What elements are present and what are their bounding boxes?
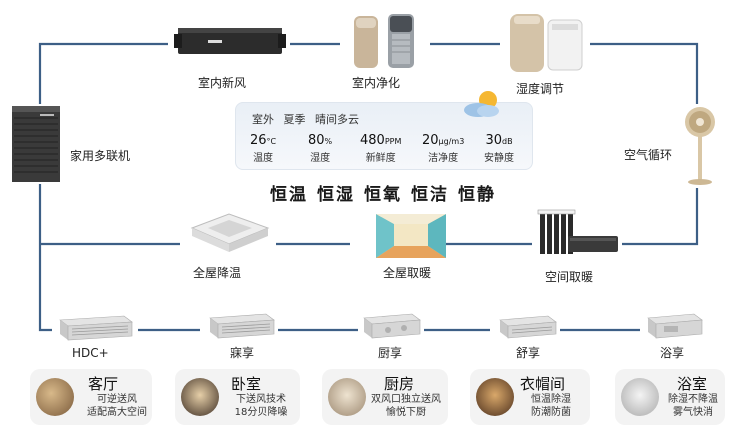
air-circulator-image bbox=[682, 104, 718, 186]
room-desc-line: 防潮防菌 bbox=[531, 407, 571, 418]
duct-unit-label: 厨享 bbox=[378, 346, 403, 360]
room-card-bathroom: 浴室 除湿不降温 雾气快消 bbox=[615, 369, 725, 425]
duct-unit-label: 舒享 bbox=[516, 346, 541, 360]
stat-unit: PPM bbox=[384, 137, 402, 146]
air-purifier-image bbox=[352, 12, 418, 70]
room-title: 浴室 bbox=[677, 375, 708, 393]
stat-humidity: 80% 湿度 bbox=[308, 133, 332, 164]
top-device-label: 室内净化 bbox=[352, 76, 401, 90]
room-desc: 恒温除湿 防潮防菌 bbox=[516, 393, 586, 419]
bathroom-photo bbox=[621, 378, 659, 416]
stat-value: 30 bbox=[485, 133, 502, 148]
duct-unit-label: HDC+ bbox=[72, 346, 109, 360]
stat-name: 新鲜度 bbox=[365, 153, 396, 164]
weather-header: 室外 夏季 晴间多云 bbox=[252, 111, 365, 127]
room-card-closet: 衣帽间 恒温除湿 防潮防菌 bbox=[470, 369, 590, 425]
room-desc-line: 除湿不降温 bbox=[668, 394, 718, 405]
room-desc: 可逆送风 适配高大空间 bbox=[82, 393, 152, 419]
stat-name: 安静度 bbox=[484, 153, 514, 164]
living-room-photo bbox=[36, 378, 74, 416]
middle-device-label: 全屋取暖 bbox=[383, 266, 432, 280]
room-card-living: 客厅 可逆送风 适配高大空间 bbox=[30, 369, 152, 425]
weather-condition: 晴间多云 bbox=[315, 113, 359, 126]
room-desc-line: 恒温除湿 bbox=[531, 394, 571, 405]
stat-unit: μg/m3 bbox=[438, 137, 465, 146]
room-desc-line: 18分贝降噪 bbox=[234, 407, 288, 418]
slogan: 恒氧 bbox=[364, 185, 402, 205]
cassette-ac-image bbox=[182, 208, 276, 258]
stat-unit: °C bbox=[266, 137, 277, 146]
stat-unit: % bbox=[324, 137, 333, 146]
slogan: 恒湿 bbox=[317, 185, 355, 205]
stat-value: 480 bbox=[360, 133, 385, 148]
slogan: 恒洁 bbox=[411, 185, 449, 205]
room-desc-line: 适配高大空间 bbox=[87, 407, 147, 418]
room-desc-line: 可逆送风 bbox=[97, 394, 137, 405]
duct-unit-image bbox=[360, 310, 424, 340]
duct-unit-image bbox=[54, 312, 136, 342]
stat-name: 湿度 bbox=[310, 153, 331, 164]
slogan: 恒温 bbox=[270, 185, 308, 205]
middle-device-label: 全屋降温 bbox=[193, 266, 242, 280]
room-title: 客厅 bbox=[88, 375, 119, 393]
radiator-heater-image bbox=[532, 208, 622, 260]
room-desc: 下送风技术 18分贝降噪 bbox=[223, 393, 299, 419]
middle-device-label: 空间取暖 bbox=[545, 270, 594, 284]
room-desc: 双风口独立送风 愉悦下厨 bbox=[364, 393, 448, 419]
top-device-label: 湿度调节 bbox=[516, 82, 565, 96]
stat-freshness: 480PPM 新鲜度 bbox=[360, 133, 401, 164]
vrf-outdoor-unit-image bbox=[10, 104, 62, 184]
stat-name: 洁净度 bbox=[428, 153, 459, 164]
room-desc-line: 雾气快消 bbox=[673, 407, 713, 418]
room-desc-line: 双风口独立送风 bbox=[371, 394, 441, 405]
room-title: 卧室 bbox=[231, 375, 262, 393]
duct-unit-image bbox=[496, 312, 560, 340]
room-desc-line: 下送风技术 bbox=[236, 394, 286, 405]
room-desc: 除湿不降温 雾气快消 bbox=[661, 393, 725, 419]
stat-value: 26 bbox=[250, 133, 267, 148]
weather-location: 室外 bbox=[252, 113, 274, 126]
duct-unit-label: 寐享 bbox=[230, 346, 255, 360]
top-device-label: 室内新风 bbox=[198, 76, 247, 90]
room-title: 厨房 bbox=[384, 375, 415, 393]
left-device-label: 家用多联机 bbox=[70, 149, 131, 163]
stat-quietness: 30dB 安静度 bbox=[484, 133, 514, 164]
bedroom-photo bbox=[181, 378, 219, 416]
kitchen-photo bbox=[328, 378, 366, 416]
duct-unit-image bbox=[206, 310, 278, 340]
closet-photo bbox=[476, 378, 514, 416]
room-title: 衣帽间 bbox=[520, 375, 566, 393]
slogan: 恒静 bbox=[458, 185, 496, 205]
duct-unit-label: 浴享 bbox=[660, 346, 685, 360]
fresh-air-unit-image bbox=[174, 22, 286, 58]
right-device-label: 空气循环 bbox=[624, 148, 673, 162]
outdoor-conditions-card: 室外 夏季 晴间多云 26°C 温度 80% 湿度 480PPM 新鲜度 20μ… bbox=[235, 91, 533, 170]
room-card-kitchen: 厨房 双风口独立送风 愉悦下厨 bbox=[322, 369, 448, 425]
stat-name: 温度 bbox=[253, 153, 274, 164]
stat-temperature: 26°C 温度 bbox=[250, 133, 276, 164]
stat-value: 80 bbox=[308, 133, 325, 148]
stat-cleanliness: 20μg/m3 洁净度 bbox=[422, 133, 464, 164]
room-card-bedroom: 卧室 下送风技术 18分贝降噪 bbox=[175, 369, 300, 425]
stat-unit: dB bbox=[501, 137, 513, 146]
duct-unit-image bbox=[644, 310, 706, 340]
room-desc-line: 愉悦下厨 bbox=[386, 407, 426, 418]
humidifier-image bbox=[508, 10, 584, 76]
partly-cloudy-icon bbox=[460, 89, 504, 119]
stat-value: 20 bbox=[422, 133, 439, 148]
floor-heating-room-image bbox=[376, 214, 446, 258]
slogan-row: 恒温恒湿恒氧恒洁恒静 bbox=[270, 180, 510, 205]
weather-season: 夏季 bbox=[283, 113, 306, 126]
